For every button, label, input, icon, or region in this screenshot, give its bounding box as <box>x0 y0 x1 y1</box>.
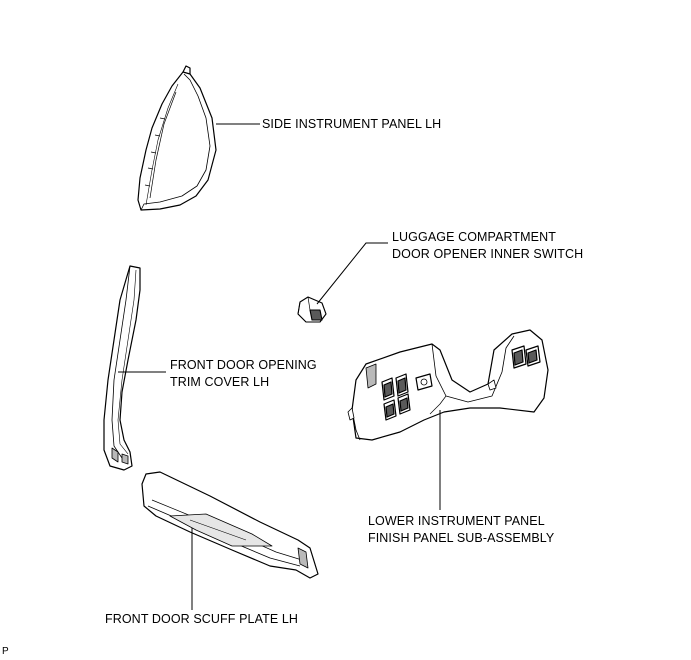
front-door-trim-part <box>103 265 141 471</box>
label-lower-instrument-panel: LOWER INSTRUMENT PANEL FINISH PANEL SUB-… <box>368 514 555 545</box>
scuff-plate-part <box>141 471 319 579</box>
luggage-switch-part <box>297 296 327 323</box>
leader-luggage-switch <box>316 242 388 305</box>
side-instrument-panel-part <box>137 65 217 211</box>
label-luggage-switch: LUGGAGE COMPARTMENT DOOR OPENER INNER SW… <box>392 230 584 261</box>
label-front-door-trim: FRONT DOOR OPENING TRIM COVER LH <box>170 358 317 389</box>
figure-code: P <box>2 646 9 657</box>
label-scuff-plate: FRONT DOOR SCUFF PLATE LH <box>105 612 299 626</box>
label-side-instrument-panel: SIDE INSTRUMENT PANEL LH <box>262 117 442 131</box>
lower-instrument-panel-part <box>347 329 549 441</box>
